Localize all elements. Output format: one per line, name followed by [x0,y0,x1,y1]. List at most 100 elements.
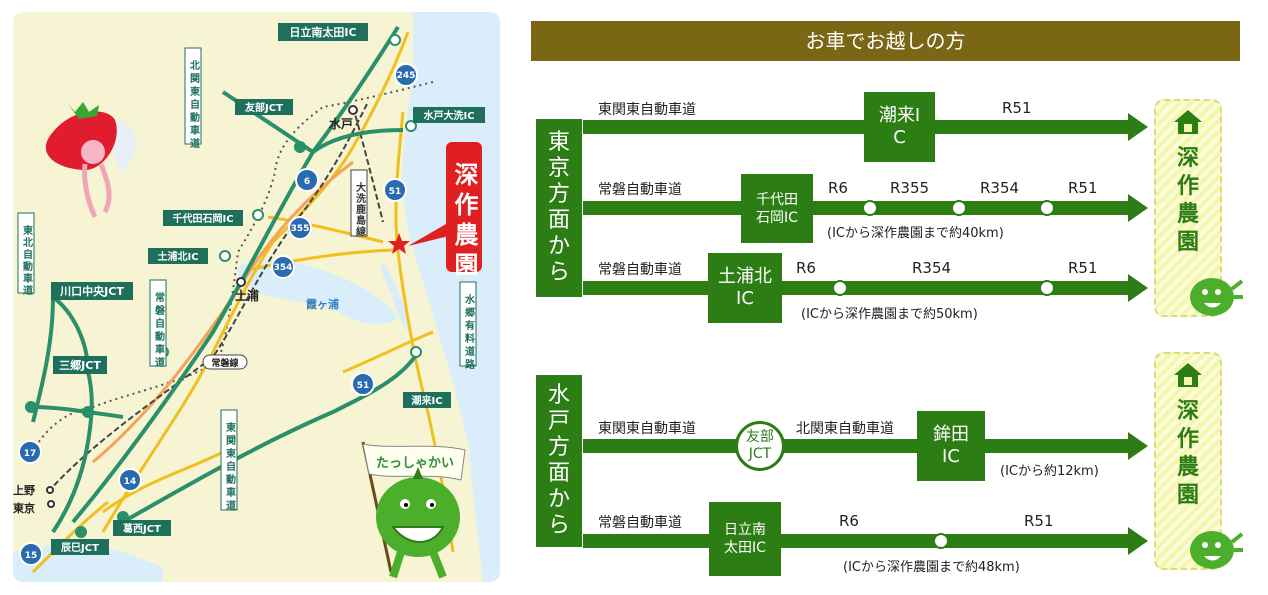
from-tokyo-label: 東京方面から [536,119,582,297]
shield-15 [19,542,43,566]
tokyo-r2-highway: 常磐自動車道 [598,182,682,198]
mascot-icon [1190,531,1244,569]
mito-r1-highway: 東関東自動車道 [598,421,696,437]
route-51-south [342,330,434,374]
shield-14 [118,468,142,492]
mito-r1-jct: 友部JCT [735,421,785,471]
label-tomobe-jct: 友部JCT [245,101,283,114]
shield-355 [288,216,312,240]
tokyo-r2-ic-box: 千代田石岡IC [741,174,813,243]
mito-r2-node-1 [933,533,949,549]
mito-r2-arrow-icon [1128,527,1148,555]
mito-r1-jct-label: 友部JCT [746,429,774,462]
tokyo-r2-road-0: R6 [828,179,848,197]
ueno-station [46,486,54,494]
mito-r2-note: (ICから深作農園まで約48km) [843,560,1020,575]
svg-text:354: 354 [274,263,293,273]
label-mito-oarai-ic: 水戸大洗IC [422,109,474,122]
route-355-road [267,215,384,244]
mito-destination-label: 深作農園 [1176,399,1199,508]
tokyo-station [47,500,55,508]
chiyoda-ic-node [252,209,264,221]
label-kita-kanto: 北関東自動車道 [188,59,200,151]
tokyo-r2-line [583,201,1131,215]
svg-text:355: 355 [291,224,310,234]
tokyo-r2-road-3: R51 [1068,179,1098,197]
tokyo-destination-label: 深作農園 [1176,146,1199,255]
route-354-road [247,248,394,272]
mito-r2-road-0: R6 [839,512,859,530]
tokyo-r2-arrow-icon [1128,194,1148,222]
label-oarai-kashima: 大洗鹿島線 [354,181,366,237]
tokyo-r1-arrow-icon [1128,113,1148,141]
label-suigo: 水郷有料道路 [463,293,476,372]
mito-r1-ic-label: 鉾田IC [933,424,969,467]
shield-354 [271,255,295,279]
route-shields: 245 6 51 355 354 51 17 14 15 [18,63,418,566]
mito-r2-highway: 常磐自動車道 [598,515,682,531]
label-ueno: 上野 [13,483,35,497]
label-mito: 水戸 [329,116,353,131]
svg-text:14: 14 [124,477,137,487]
tokyo-destination-card: 深作農園 [1154,99,1244,317]
tokyo-r3-road-2: R51 [1068,259,1098,277]
tokyo-r3-ic-label: 土浦北IC [718,266,772,309]
tokyo-r3-highway: 常磐自動車道 [598,262,682,278]
tokyo-r3-node-1 [832,280,848,296]
label-itako-ic: 潮来IC [411,394,442,407]
svg-text:245: 245 [397,71,416,81]
mascot-illustration: たっしゃかい [361,441,466,579]
kawaguchi-jct-node [25,401,37,413]
label-joban-line: 常磐線 [211,357,238,369]
shield-245 [394,63,418,87]
tokyo-r2-note: (ICから深作農園まで約40km) [827,226,1004,241]
farm-star-icon [388,233,410,254]
shield-51b [351,372,375,396]
tatsumi-jct-node [75,526,87,538]
label-kasai-jct: 葛西JCT [122,522,161,535]
oarai-kashima-line [352,106,384,223]
svg-text:17: 17 [24,449,37,459]
mito-oarai-ic-node [405,120,417,132]
route-map: 245 6 51 355 354 51 17 14 15 日立南太田IC 友部J… [13,12,500,582]
strawberry-fairy-illustration [45,102,136,219]
mascot-banner-text: たっしゃかい [376,456,454,471]
shield-6 [295,168,319,192]
kitaura-lake [381,262,411,333]
label-chiyoda-ishioka-ic: 千代田石岡IC [172,212,233,225]
map-plates: 日立南太田IC 友部JCT 水戸大洗IC 千代田石岡IC 土浦北IC 川口中央J… [51,23,485,555]
tokyo-r3-arrow-icon [1128,274,1148,302]
tokyo-r1-ic-box: 潮来IC [864,92,935,162]
higashi-kanto-expressway [122,350,420,524]
tokyo-r2-node-1 [862,200,878,216]
tokyo-r2-road-2: R354 [980,179,1020,197]
tokyo-r3-node-2 [1039,280,1055,296]
hitachi-ic-node [389,34,401,46]
shield-51a [383,178,407,202]
route-14-road [102,450,224,514]
mito-r1-ic-box: 鉾田IC [917,411,985,481]
map-canvas: 245 6 51 355 354 51 17 14 15 日立南太田IC 友部J… [13,12,500,582]
mito-r1-line [583,439,1131,453]
farm-callout-pointer [408,220,457,246]
joban-line [47,101,369,493]
svg-text:51: 51 [357,381,370,391]
svg-text:6: 6 [304,177,310,187]
label-tsuchiura: 土浦 [235,288,259,303]
label-tokyo: 東京 [13,501,35,515]
label-higashi-kanto: 東関東自動車道 [224,421,236,513]
shield-17 [18,440,42,464]
tokyo-r3-ic-box: 土浦北IC [708,253,782,323]
joban-expressway [71,25,400,524]
tsuchiura-ic-node [219,250,231,262]
mito-r2-line [583,534,1131,548]
label-kasumigaura: 霞ヶ浦 [306,297,339,311]
gaikan-expressway [32,405,124,419]
panel-title: お車でお越しの方 [531,21,1240,61]
label-joban-expwy: 常磐自動車道 [153,291,165,370]
mito-station [348,105,358,115]
label-hitachi-minami-ota-ic: 日立南太田IC [289,25,356,39]
house-icon [1174,110,1202,134]
label-tatsumi-jct: 辰巳JCT [61,542,99,554]
